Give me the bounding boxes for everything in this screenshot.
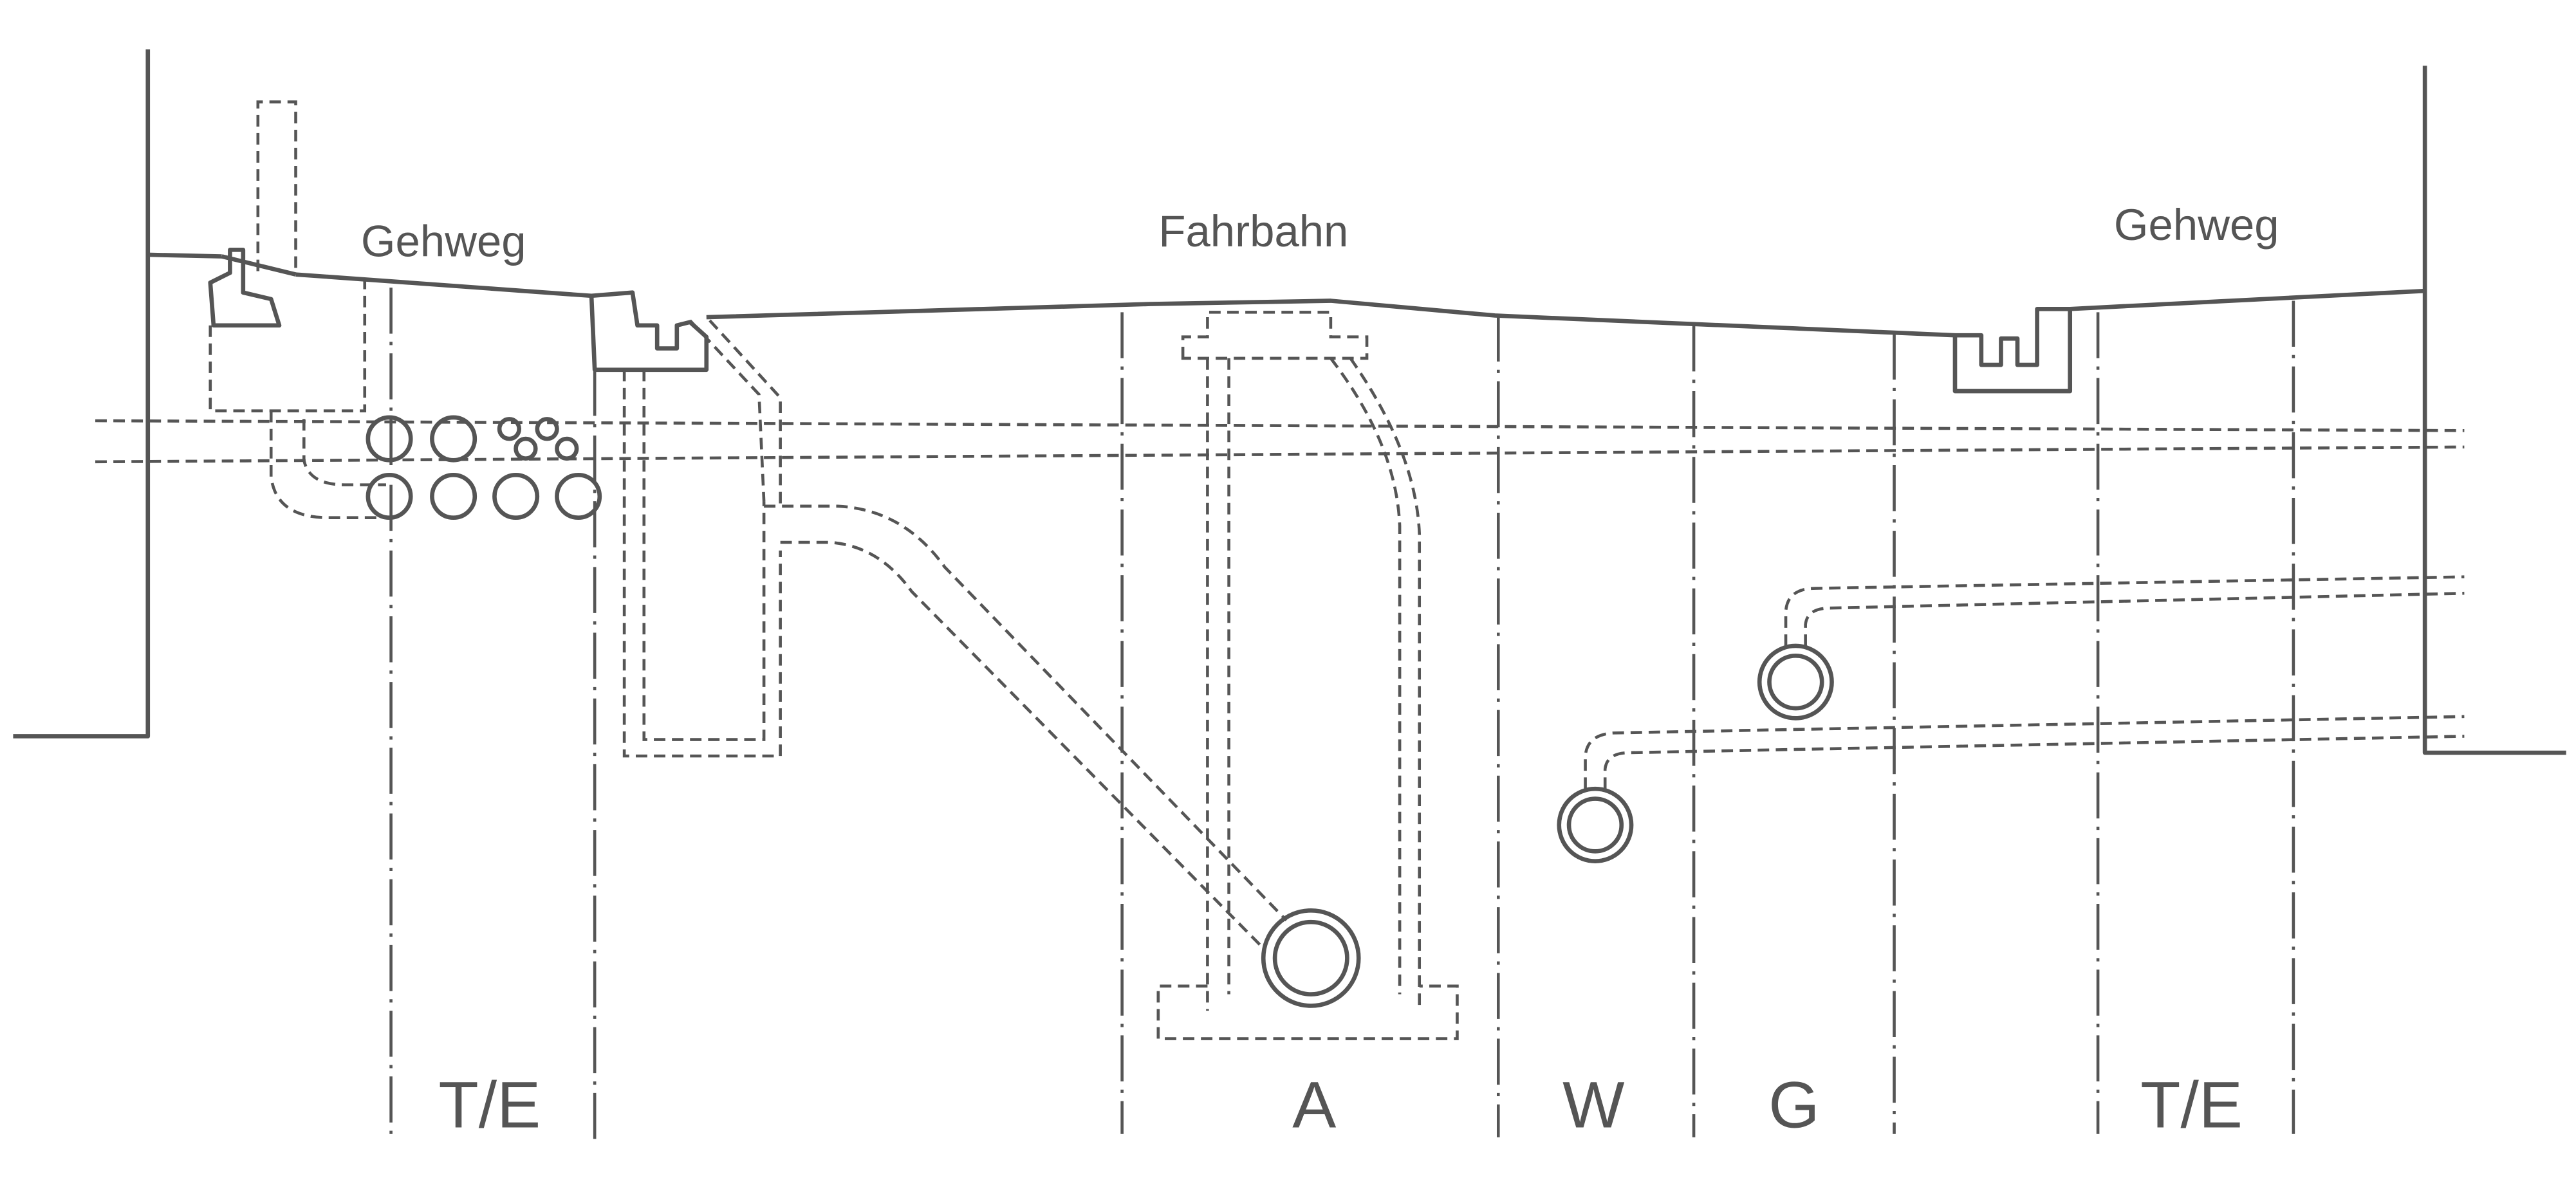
curb-left-wall <box>208 247 297 328</box>
left-building-wall <box>13 49 151 739</box>
label-sidewalk-left: Gehweg <box>361 217 526 266</box>
zone-label-g: G <box>1768 1068 1819 1141</box>
label-sidewalk-right: Gehweg <box>2114 200 2279 250</box>
curb-right-road <box>1952 306 2073 394</box>
gully-connection-pipe <box>764 504 1288 951</box>
cable-circle <box>555 436 579 461</box>
sewer-manhole <box>1156 311 1459 1040</box>
house-connection-duct-lower <box>95 445 2465 464</box>
water-pipe-outer <box>1557 786 1634 863</box>
cellar-box-left <box>208 279 367 412</box>
zone-label-te-left: T/E <box>438 1068 541 1141</box>
downpipe-left <box>256 100 297 271</box>
sewer-pipe-inner <box>1272 919 1349 996</box>
cable-circle <box>535 417 559 441</box>
cable-bend-left <box>269 410 386 520</box>
sewer-pipe-outer <box>1261 908 1361 1008</box>
cable-circle <box>366 415 413 463</box>
cable-bundle-te-left <box>366 415 602 520</box>
right-building-wall <box>2422 66 2566 755</box>
curb-left-road <box>589 290 709 372</box>
water-house-connection <box>1584 715 2465 789</box>
street-surface <box>147 252 2425 338</box>
cable-circle <box>492 472 540 520</box>
gas-house-connection <box>1784 575 2465 646</box>
cable-circle <box>514 436 538 461</box>
zone-label-te-right: T/E <box>2140 1068 2243 1141</box>
zone-label-w: W <box>1562 1068 1625 1141</box>
gas-pipe-outer <box>1757 643 1834 721</box>
label-roadway: Fahrbahn <box>1158 207 1348 256</box>
cable-circle <box>366 472 413 520</box>
zone-boundaries <box>389 288 2295 1143</box>
street-gully-shaft <box>622 319 782 758</box>
cable-circle <box>555 472 602 520</box>
house-connection-duct-upper <box>95 419 2465 432</box>
cable-circle <box>430 472 477 520</box>
zone-label-a: A <box>1292 1068 1336 1141</box>
cable-circle <box>497 417 522 441</box>
gas-pipe-inner <box>1767 653 1824 711</box>
water-pipe-inner <box>1566 796 1624 854</box>
cable-circle <box>430 415 477 463</box>
